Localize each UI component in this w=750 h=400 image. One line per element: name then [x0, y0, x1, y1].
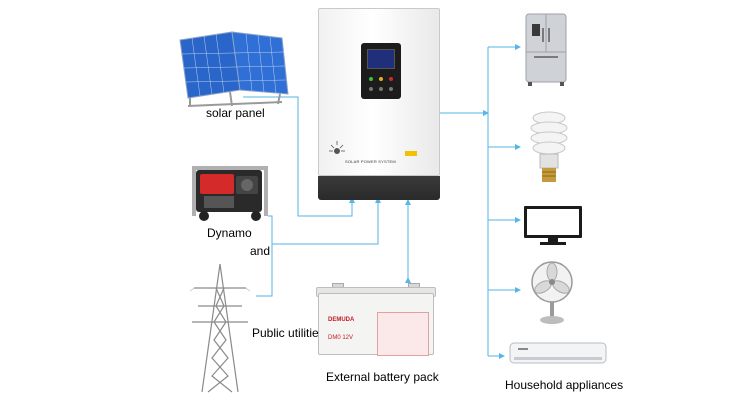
generator-icon: [192, 166, 268, 221]
fan-icon: [531, 261, 573, 324]
and-label: and: [250, 244, 271, 258]
button-icon: [389, 87, 393, 91]
led-red-icon: [389, 77, 393, 81]
led-yellow-icon: [379, 77, 383, 81]
solar-panel-label: solar panel: [206, 106, 265, 120]
battery-model: DM0 12V: [328, 335, 354, 341]
solar-panel-icon: [179, 31, 289, 107]
led-green-icon: [369, 77, 373, 81]
inverter-brand-text: SOLAR POWER SYSTEM: [345, 159, 396, 164]
dynamo-label: Dynamo: [207, 226, 252, 240]
inverter-body: SOLAR POWER SYSTEM: [318, 8, 440, 176]
inverter-bottom-cover: [318, 176, 440, 200]
button-icon: [369, 87, 373, 91]
battery-brand: DEMUDA: [328, 317, 355, 323]
inverter-screen: [367, 49, 395, 69]
battery-body: [318, 293, 434, 356]
monitor-icon: [524, 206, 582, 245]
refrigerator-icon: [525, 13, 567, 86]
household-appliances-label: Household appliances: [505, 378, 624, 392]
light-bulb-icon: [530, 111, 568, 182]
battery-label: External battery pack: [326, 370, 439, 384]
inverter-control-panel: [361, 43, 401, 99]
battery-icon: DEMUDA DM0 12V: [316, 283, 436, 356]
battery-sticker: [377, 312, 429, 356]
sun-logo-icon: [329, 141, 345, 154]
air-conditioner-icon: [509, 342, 607, 364]
button-icon: [379, 87, 383, 91]
inverter-icon: SOLAR POWER SYSTEM: [318, 8, 440, 200]
warning-sticker: [405, 151, 417, 156]
public-utilities-label: Public utilities: [252, 326, 325, 340]
power-pylon-icon: [190, 263, 250, 393]
